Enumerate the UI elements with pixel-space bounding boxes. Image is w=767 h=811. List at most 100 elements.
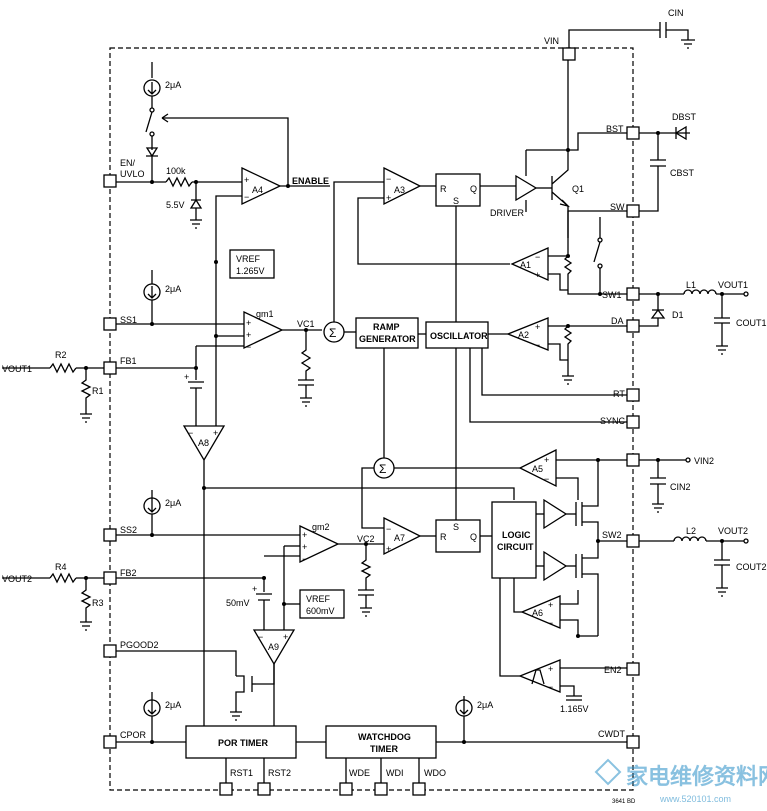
isrc-label-4: 2μA (165, 700, 181, 710)
offset-label: 50mV (226, 598, 250, 608)
amp-a3: − + A3 (357, 166, 510, 265)
oscillator-label: OSCILLATOR (430, 331, 488, 341)
pin-en2: EN2 (604, 662, 640, 676)
current-source-en: 2μA (143, 62, 289, 185)
pin-vin2 (626, 453, 640, 467)
a4-minus: − (244, 192, 249, 202)
amp-a7: − + A7 (383, 516, 436, 556)
logic-label: LOGIC (502, 530, 531, 540)
vin2-label: VIN2 (694, 456, 714, 466)
pin-da-label: DA (611, 316, 624, 326)
vout1-right-label: VOUT1 (718, 280, 748, 290)
pin-en-label: EN/ (120, 158, 136, 168)
zener-label: 5.5V (166, 200, 185, 210)
a9-plus: + (283, 632, 288, 642)
cin2-label: CIN2 (670, 482, 691, 492)
a9-label: A9 (268, 642, 279, 652)
driver-lower-2 (543, 540, 627, 636)
vref1-label: VREF (236, 254, 261, 264)
amp-a6: + − A6 (520, 590, 598, 638)
timer-label: TIMER (370, 744, 398, 754)
l1-label: L1 (686, 280, 696, 290)
vc1-label: VC1 (297, 319, 315, 329)
a6-label: A6 (532, 608, 543, 618)
watermark-text: 家电维修资料网 (626, 764, 767, 789)
gm1-minus: − (246, 342, 251, 352)
a3-minus: − (386, 174, 391, 184)
watchdog-timer: WATCHDOG TIMER (325, 725, 627, 783)
gm2-label: gm2 (312, 522, 330, 532)
amp-a5: + − A5 (518, 448, 627, 500)
vref1-value: 1.265V (236, 266, 265, 276)
watchdog-label: WATCHDOG (358, 732, 411, 742)
pin-ss1-label: SS1 (120, 315, 137, 325)
a3-plus: + (386, 193, 391, 203)
batt1-plus: + (184, 372, 189, 382)
pin-rst1: RST1 (219, 768, 253, 796)
vout2-right-label: VOUT2 (718, 526, 748, 536)
pin-en-uvlo: EN/ UVLO (103, 158, 145, 188)
pin-sync-label: SYNC (600, 416, 626, 426)
cout2-label: COUT2 (736, 562, 767, 572)
isrc-label-2: 2μA (165, 284, 181, 294)
summer-2: Σ (361, 457, 520, 529)
pin-wdi: WDI (374, 768, 404, 796)
pin-sw2-label: SW2 (602, 530, 622, 540)
gm2-plus2: + (302, 542, 307, 552)
pin-rst2: RST2 (257, 768, 291, 796)
threshold-label: 1.165V (560, 704, 589, 714)
vout1-left-label: VOUT1 (2, 364, 32, 374)
pin-cwdt: CWDT (598, 729, 640, 749)
vref2-value: 600mV (306, 606, 335, 616)
current-source-cwdt: 2μA (455, 696, 493, 744)
vref2-label: VREF (306, 594, 331, 604)
bst-network: DBST CBST (567, 112, 697, 238)
pin-wdo: WDO (412, 768, 446, 796)
pin-wdi-label: WDI (386, 768, 404, 778)
pin-pgood2: PGOOD2 (103, 640, 159, 658)
a4-plus: + (244, 175, 249, 185)
latch2-r: R (440, 532, 447, 542)
pin-cpor-label: CPOR (120, 730, 147, 740)
isrc-label-1: 2μA (165, 80, 181, 90)
generator-label: GENERATOR (359, 334, 416, 344)
latch1-q: Q (470, 184, 477, 194)
pin-rt-label: RT (613, 389, 625, 399)
gm1-plus: + (246, 318, 251, 328)
en2-plus: + (548, 664, 553, 674)
logic-circuit: LOGIC CIRCUIT (491, 501, 544, 677)
a8-minus: − (188, 428, 193, 438)
gm1-plus2: + (246, 330, 251, 340)
driver: DRIVER (490, 150, 552, 218)
comparator-en2: + − 1.165V (518, 659, 627, 714)
pin-sw2: SW2 (602, 530, 640, 548)
ramp-generator: RAMP GENERATOR (355, 317, 419, 458)
a5-plus: + (544, 455, 549, 465)
pin-wde-label: WDE (349, 768, 370, 778)
gm2-minus: − (302, 554, 307, 564)
sigma2-symbol: Σ (379, 462, 386, 476)
sigma1-symbol: Σ (329, 326, 336, 340)
pin-da: DA (611, 316, 640, 333)
batt2-plus: + (252, 584, 257, 594)
amp-gm2: + + − gm2 VC2 (264, 522, 384, 617)
pin-fb2: FB2 (103, 568, 137, 585)
pin-wdo-label: WDO (424, 768, 446, 778)
a7-label: A7 (394, 533, 405, 543)
pin-vin-label: VIN (544, 36, 559, 46)
r100k-label: 100k (166, 166, 186, 176)
a1-plus: + (535, 270, 540, 280)
ramp-label: RAMP (373, 322, 400, 332)
amp-a1: − + A1 (510, 238, 627, 296)
a1-minus: − (535, 252, 540, 262)
vout2-network: L2 VOUT2 COUT2 (639, 526, 767, 597)
a7-minus: − (386, 524, 391, 534)
a2-minus: − (535, 340, 540, 350)
enable-label: ENABLE (292, 176, 329, 186)
pin-sw-label: SW (610, 202, 625, 212)
gm1-label: gm1 (256, 309, 274, 319)
current-source-cpor: 2μA (116, 692, 186, 744)
r2-label: R2 (55, 350, 67, 360)
driver-label: DRIVER (490, 208, 525, 218)
